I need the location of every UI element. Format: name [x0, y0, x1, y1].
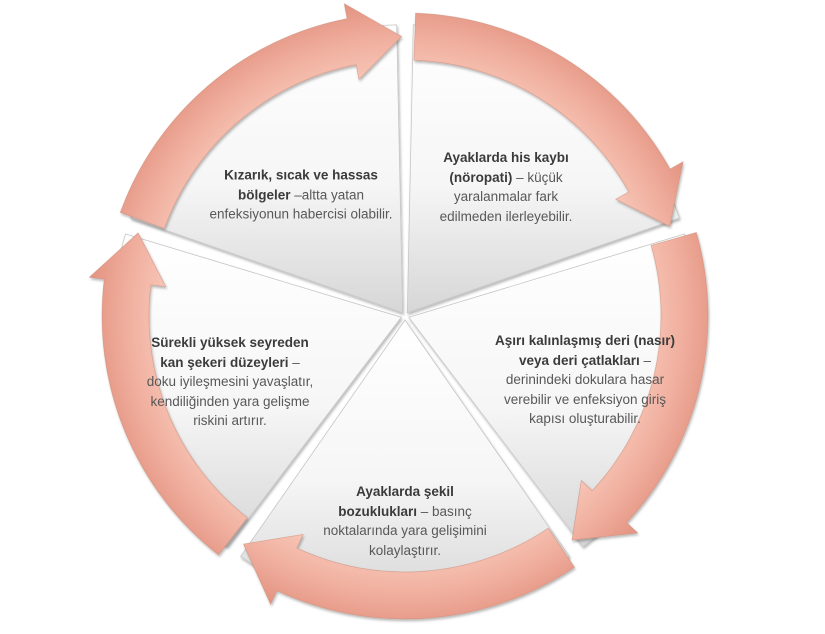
cycle-wedges: [112, 24, 698, 609]
cycle-arrow-left: [88, 232, 248, 556]
segment-label-right-rest: – derinindeki dokulara hasar verebilir v…: [503, 352, 667, 427]
segment-label-left-rest: – doku iyileşmesini yavaşlatır, kendiliğ…: [146, 354, 314, 429]
segment-label-bottom: Ayaklarda şekil bozuklukları – basınç no…: [316, 482, 494, 560]
cycle-arrows: [88, 3, 709, 620]
cycle-arrow-bottom: [242, 527, 575, 620]
segment-label-left: Sürekli yüksek seyreden kan şekeri düzey…: [146, 333, 314, 431]
cycle-arrow-top-left: [119, 3, 403, 229]
segment-label-top-left-rest: –altta yatan enfeksiyonun habercisi olab…: [209, 187, 393, 222]
segment-label-top-left: Kızarık, sıcak ve hassas bölgeler –altta…: [205, 166, 397, 225]
segment-label-top-right-rest: – küçük yaralanmalar fark edilmeden iler…: [439, 169, 573, 224]
cycle-arrow-top-right: [413, 12, 684, 227]
segment-label-left-bold: Sürekli yüksek seyreden kan şekeri düzey…: [151, 335, 309, 370]
segment-label-top-right: Ayaklarda his kaybı (nöropati) – küçük y…: [422, 148, 590, 226]
segment-label-right-bold: Aşırı kalınlaşmış deri (nasır) veya deri…: [494, 333, 676, 368]
segment-label-bottom-bold: Ayaklarda şekil bozuklukları: [338, 483, 454, 519]
cycle-arrow-right: [571, 232, 709, 541]
segment-label-top-left-bold: Kızarık, sıcak ve hassas bölgeler: [224, 167, 378, 203]
segment-label-right: Aşırı kalınlaşmış deri (nasır) veya deri…: [492, 331, 678, 429]
segment-label-bottom-rest: – basınç noktalarında yara gelişimini ko…: [323, 503, 487, 558]
segment-label-top-right-bold: Ayaklarda his kaybı (nöropati): [443, 149, 569, 185]
